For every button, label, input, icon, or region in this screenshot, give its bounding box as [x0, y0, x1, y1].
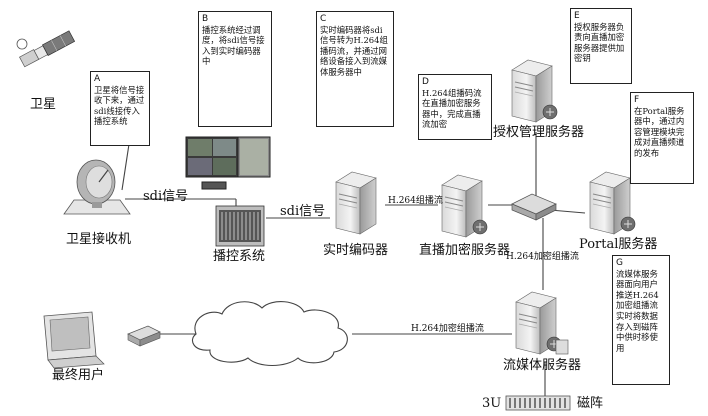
satellite-label: 卫星 [30, 97, 57, 112]
h264-multicast-label: H.264组播流 [388, 196, 443, 206]
network-switch-icon [511, 193, 557, 221]
note-c-text: 实时编码器将sdi信号转为H.264组播码流，并通过网络设备接入到流媒体服务器中 [320, 24, 388, 77]
satellite-receiver-label: 卫星接收机 [66, 232, 132, 247]
network-cloud-icon [192, 301, 348, 367]
auth-server-icon [511, 59, 558, 123]
sdi-signal-label-2: sdi信号 [280, 204, 326, 219]
h264-encrypted-label-1: H.264加密组播流 [506, 252, 579, 262]
disk-array-icon [505, 395, 571, 411]
note-b-text: 播控系统经过调度，将sdi信号接入到实时编码器中 [202, 24, 265, 67]
note-b-id: B [202, 14, 209, 24]
sdi-signal-label-1: sdi信号 [143, 189, 189, 204]
disk-3u-label: 3U [482, 396, 502, 411]
satellite-dish-icon [63, 159, 131, 215]
note-d-text: H.264组播码流在直播加密服务器中，完成直播流加密 [422, 87, 482, 130]
end-user-label: 最终用户 [52, 368, 105, 383]
playout-system-label: 播控系统 [213, 249, 266, 264]
disk-array-label: 磁阵 [577, 396, 604, 411]
note-a: A 卫星将信号接收下来，通过sdi线接传入播控系统 [90, 71, 150, 146]
note-a-id: A [94, 74, 101, 84]
portal-server-icon [589, 171, 636, 235]
note-f-id: F [634, 95, 640, 105]
portal-server-label: Portal服务器 [579, 237, 658, 252]
note-c: C 实时编码器将sdi信号转为H.264组播码流，并通过网络设备接入到流媒体服务… [316, 11, 394, 127]
note-g-id: G [616, 258, 623, 268]
note-d: D H.264组播码流在直播加密服务器中，完成直播流加密 [418, 74, 492, 140]
note-d-id: D [422, 77, 429, 87]
live-encryption-server-label: 直播加密服务器 [419, 243, 511, 258]
note-g-text: 流媒体服务器面向用户推送H.264加密组播流实时将数据存入到磁阵中供时移使用 [616, 268, 659, 353]
end-user-computer-icon [43, 311, 105, 369]
playout-rack-icon [215, 205, 265, 247]
note-f-text: 在Portal服务器中，通过内容管理模块完成对直播频道的发布 [634, 105, 685, 158]
note-f: F 在Portal服务器中，通过内容管理模块完成对直播频道的发布 [630, 92, 694, 184]
monitor-wall-icon [185, 136, 271, 190]
note-a-text: 卫星将信号接收下来，通过sdi线接传入播控系统 [94, 84, 145, 127]
encoder-server-icon [335, 171, 377, 235]
streaming-server-icon [515, 291, 569, 355]
auth-server-label: 授权管理服务器 [493, 125, 585, 140]
note-c-id: C [320, 14, 327, 24]
realtime-encoder-label: 实时编码器 [323, 243, 389, 258]
note-g: G 流媒体服务器面向用户推送H.264加密组播流实时将数据存入到磁阵中供时移使用 [612, 255, 670, 385]
access-switch-icon [127, 325, 161, 347]
h264-encrypted-label-2: H.264加密组播流 [411, 324, 484, 334]
note-e: E 授权服务器负责向直播加密服务器提供加密钥 [570, 8, 632, 84]
note-e-id: E [574, 11, 580, 21]
encryption-server-icon [441, 174, 488, 238]
note-e-text: 授权服务器负责向直播加密服务器提供加密钥 [574, 21, 625, 64]
satellite-icon [16, 30, 76, 68]
streaming-server-label: 流媒体服务器 [503, 358, 582, 373]
note-b: B 播控系统经过调度，将sdi信号接入到实时编码器中 [198, 11, 272, 127]
